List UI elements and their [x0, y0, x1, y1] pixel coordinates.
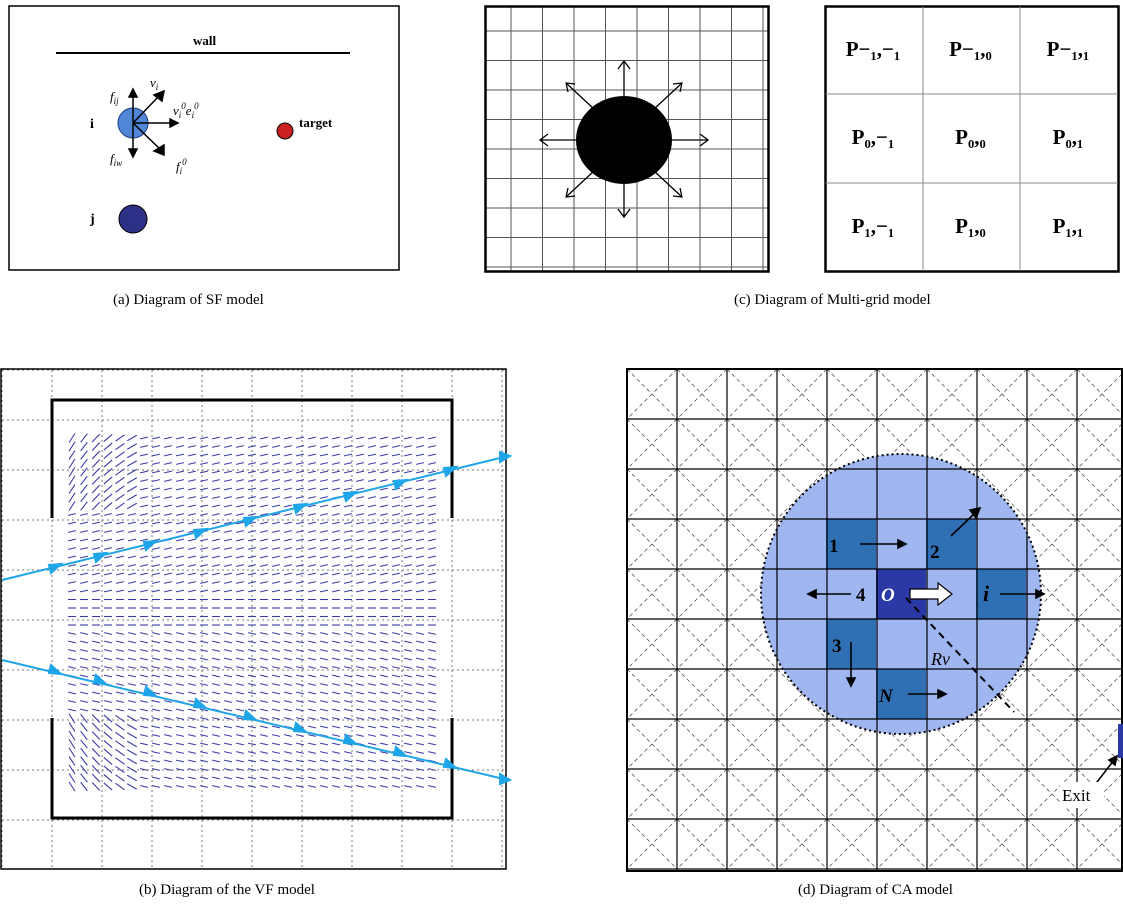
- vf-frame: [0, 368, 507, 870]
- label-f-ij: fij: [110, 89, 119, 106]
- cell-p-1-0: P₁,₀: [955, 214, 986, 238]
- cell-p-0-1: P₀,₁: [1052, 125, 1084, 149]
- force-arrows: [127, 87, 180, 159]
- cell-p-1-m1: P₁,−₁: [851, 214, 895, 238]
- agent-disc: [576, 96, 672, 184]
- exit-door: [1118, 724, 1123, 758]
- label-rv: Rv: [930, 649, 950, 669]
- cell-p-m1-1: P−₁,₁: [1046, 36, 1090, 61]
- cell-p-1-1: P₁,₁: [1052, 214, 1084, 238]
- sf-frame: [8, 5, 400, 271]
- wall-label: wall: [193, 33, 217, 48]
- agent-j: [118, 204, 148, 234]
- multigrid-mesh: [484, 5, 770, 273]
- caption-d: (d) Diagram of CA model: [798, 882, 953, 898]
- vf-model-diagram: [0, 368, 512, 870]
- label-4: 4: [856, 585, 866, 606]
- cell-p-0-0: P₀,₀: [955, 125, 986, 149]
- cell-p-m1-m1: P−₁,−₁: [845, 36, 901, 61]
- direction-arrow: [909, 581, 953, 607]
- probability-grid-lines: [824, 5, 1120, 273]
- cell-p-m1-0: P−₁,₀: [949, 36, 992, 61]
- agent-j-label: j: [89, 212, 95, 227]
- label-f-i0: fi0: [176, 157, 187, 176]
- mesh-frame: [484, 5, 770, 273]
- label-i: i: [983, 581, 990, 606]
- label-n: N: [878, 686, 894, 707]
- exit-label: Exit: [1062, 786, 1091, 805]
- agent-i-label: i: [90, 117, 94, 132]
- sf-model-diagram: wall i fij vi vi0ei0 fiw fi0 target j: [8, 5, 400, 271]
- cell-p-0-m1: P₀,−₁: [851, 125, 895, 149]
- ca-model-diagram: 1 2 4 3 O i N Rv Exit: [626, 368, 1123, 872]
- label-1: 1: [829, 536, 839, 557]
- rv-radius-line: [905, 597, 1015, 713]
- label-v-i: vi: [150, 75, 159, 92]
- ca-frame: [626, 368, 1123, 872]
- label-3: 3: [832, 636, 842, 657]
- ca-arrows: [806, 506, 1119, 787]
- caption-a: (a) Diagram of SF model: [113, 292, 264, 308]
- label-o: O: [881, 585, 895, 606]
- caption-c: (c) Diagram of Multi-grid model: [734, 292, 931, 308]
- label-2: 2: [930, 542, 940, 563]
- target-dot: [276, 122, 294, 140]
- target-label: target: [299, 115, 333, 130]
- neighbor-cells: [826, 519, 1026, 719]
- caption-b: (b) Diagram of the VF model: [139, 882, 315, 898]
- probability-grid: P−₁,−₁ P−₁,₀ P−₁,₁ P₀,−₁ P₀,₀ P₀,₁ P₁,−₁…: [824, 5, 1120, 273]
